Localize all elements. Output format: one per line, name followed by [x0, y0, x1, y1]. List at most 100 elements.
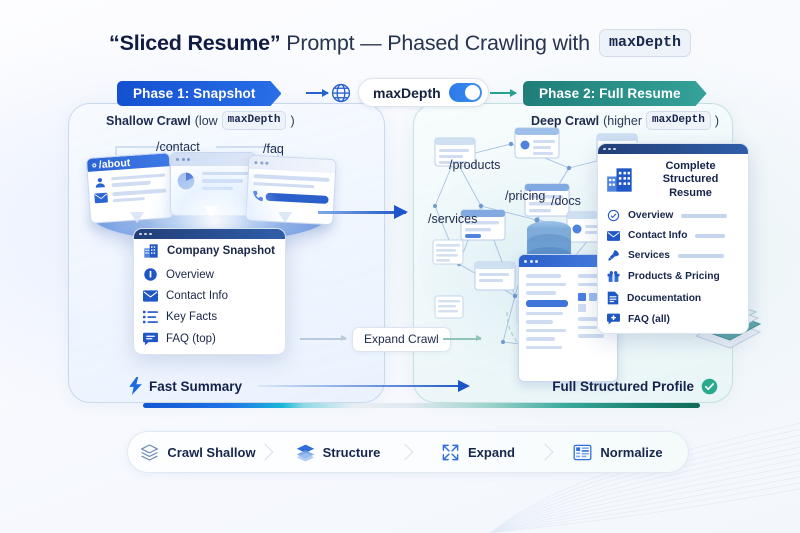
resume-card-title-line2: Structured Resume — [662, 173, 719, 199]
page-title-text: “Sliced Resume” Prompt — Phased Crawling… — [109, 31, 590, 56]
resume-row-label: Overview — [628, 210, 674, 222]
expand-arrows-icon — [442, 444, 459, 460]
resume-row-documentation[interactable]: Documentation — [598, 287, 748, 309]
card-titlebar — [598, 144, 748, 154]
page-dot-icon — [92, 162, 97, 168]
phase1-to-phase2-arrow — [318, 205, 408, 219]
window-dot-icon — [254, 161, 258, 165]
window-dot-icon — [187, 158, 190, 161]
resume-card-title-line1: Complete — [665, 160, 716, 172]
summary-row: Fast Summary Full Structured Profile — [128, 375, 718, 397]
resume-row-label: FAQ (all) — [628, 313, 670, 325]
phase2-url-products: /products — [449, 158, 501, 172]
pipeline-bar: Crawl Shallow Structure Expand Normalize — [127, 431, 689, 473]
structured-resume-card[interactable]: Complete Structured Resume Overview Cont… — [597, 143, 749, 335]
phone-icon — [253, 190, 263, 202]
pipeline-step-label: Crawl Shallow — [167, 444, 256, 460]
summary-progress-arrow — [258, 380, 471, 391]
resume-card-header: Complete Structured Resume — [598, 154, 748, 205]
phase2-caption-tail: ) — [714, 113, 719, 128]
resume-row-services[interactable]: Services — [598, 245, 748, 266]
expand-crawl-chip[interactable]: Expand Crawl — [352, 327, 451, 352]
resume-row-contact-info[interactable]: Contact Info — [598, 226, 748, 245]
person-icon — [95, 177, 105, 188]
building-icon — [607, 168, 632, 192]
phase1-page-about: /about — [85, 152, 175, 224]
window-dot-icon — [144, 232, 147, 236]
full-structured-profile-label: Full Structured Profile — [552, 378, 694, 394]
snapshot-row-contact-info[interactable]: Contact Info — [134, 286, 285, 306]
maxdepth-toggle-switch[interactable] — [448, 83, 482, 102]
fast-summary-label: Fast Summary — [149, 378, 243, 394]
fast-summary: Fast Summary — [128, 377, 242, 395]
snapshot-row-key-facts[interactable]: Key Facts — [134, 306, 285, 328]
toggle-to-phase2-arrow — [490, 89, 517, 97]
layers-solid-icon — [296, 444, 314, 462]
table-grid-icon — [573, 444, 592, 460]
chat-plus-icon — [607, 313, 620, 325]
page-titlebar — [171, 153, 255, 166]
layers-thin-icon — [141, 443, 159, 461]
globe-icon — [331, 83, 351, 103]
page-body — [171, 166, 255, 196]
down-arrow-about — [130, 212, 144, 223]
window-dot-icon — [181, 158, 185, 161]
expand-crawl-inbound-line — [300, 335, 347, 341]
check-circle-filled-icon — [701, 378, 718, 394]
maxdepth-toggle-pill[interactable]: maxDepth — [358, 78, 489, 107]
building-icon — [144, 244, 158, 258]
snapshot-row-overview[interactable]: Overview — [134, 263, 285, 286]
window-dot-icon — [529, 259, 533, 263]
snapshot-row-label: Key Facts — [166, 311, 218, 323]
pipeline-step-label: Expand — [468, 444, 515, 460]
pipeline-step-structure[interactable]: Structure — [268, 443, 408, 462]
resume-row-faq[interactable]: FAQ (all) — [598, 309, 748, 333]
snapshot-card-title: Company Snapshot — [167, 245, 275, 257]
phase1-to-toggle-arrow — [306, 89, 329, 97]
resume-row-overview[interactable]: Overview — [598, 205, 748, 226]
gift-icon — [607, 271, 620, 283]
window-dot-icon — [603, 147, 606, 151]
pie-chart-icon — [177, 172, 195, 190]
resume-row-placeholder — [695, 233, 726, 238]
chat-bubble-icon — [143, 332, 158, 346]
page-body — [247, 169, 335, 210]
window-dot-icon — [608, 147, 611, 151]
pipeline-step-normalize[interactable]: Normalize — [548, 443, 688, 462]
window-dot-icon — [139, 232, 142, 236]
phase2-caption-bold: Deep Crawl — [531, 113, 600, 128]
phase2-url-pricing: /pricing — [505, 189, 546, 203]
snapshot-row-label: Overview — [166, 268, 214, 281]
snapshot-row-faq[interactable]: FAQ (top) — [134, 328, 285, 354]
bolt-icon — [129, 377, 142, 395]
phase1-caption-bold: Shallow Crawl — [106, 113, 191, 128]
window-dot-icon — [149, 232, 152, 236]
resume-row-products-pricing[interactable]: Products & Pricing — [598, 266, 748, 287]
pipeline-step-expand[interactable]: Expand — [408, 443, 548, 462]
check-circle-icon — [607, 210, 620, 222]
page-body — [88, 166, 172, 209]
page-title: “Sliced Resume” Prompt — Phased Crawling… — [0, 29, 800, 57]
phase1-url-about: /about — [98, 156, 131, 171]
resume-row-label: Contact Info — [628, 230, 688, 242]
envelope-icon — [94, 192, 108, 204]
phase1-caption-reg: (low — [194, 113, 218, 128]
document-body — [519, 267, 617, 356]
page-title-rest: Prompt — Phased Crawling with — [280, 30, 590, 55]
phase1-badge: Phase 1: Snapshot — [117, 81, 281, 106]
document-icon — [607, 291, 619, 305]
down-arrow-faq — [278, 212, 292, 223]
phase-progress-gradient-bar — [143, 403, 700, 408]
resume-row-label: Documentation — [627, 292, 702, 304]
pipeline-step-label: Normalize — [600, 444, 663, 460]
envelope-icon — [143, 290, 158, 302]
resume-row-label: Services — [628, 250, 670, 262]
pipeline-step-crawl-shallow[interactable]: Crawl Shallow — [128, 443, 268, 462]
resume-row-placeholder — [677, 253, 724, 258]
maxdepth-toggle-label: maxDepth — [373, 84, 441, 101]
phase1-caption: Shallow Crawl (low maxDepth ) — [106, 111, 295, 130]
phase2-badge-label: Phase 2: Full Resume — [539, 86, 681, 101]
document-titlebar — [519, 255, 617, 267]
company-snapshot-card[interactable]: Company Snapshot Overview Contact Info K… — [133, 228, 286, 355]
full-structured-profile: Full Structured Profile — [552, 378, 718, 395]
